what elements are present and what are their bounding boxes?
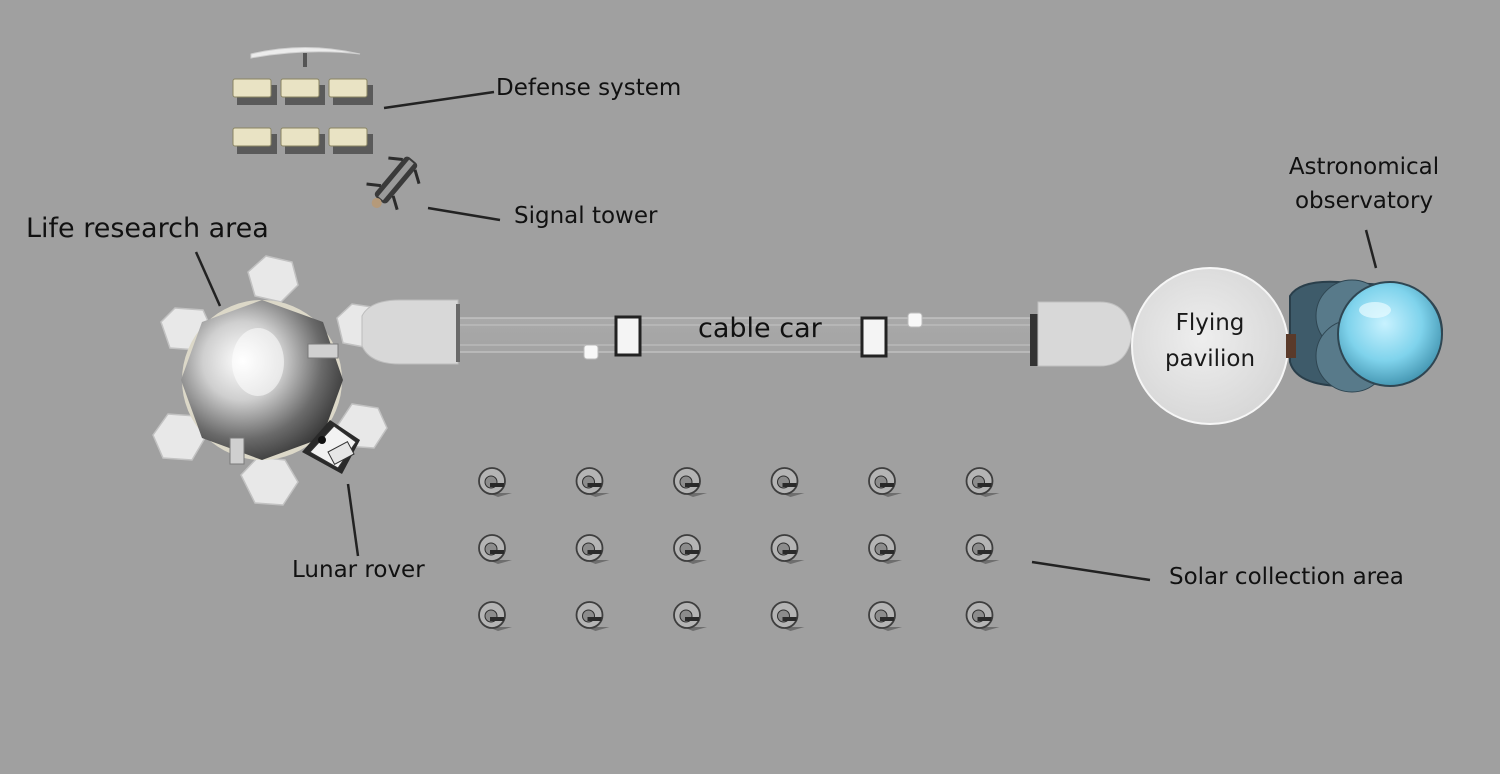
solar-collector bbox=[478, 601, 512, 631]
solar-collector bbox=[965, 467, 1000, 497]
signal-tower bbox=[366, 156, 421, 211]
solar-collector bbox=[868, 467, 902, 497]
solar-collection-array bbox=[478, 467, 1000, 631]
label-astronomical-line2: observatory bbox=[1294, 187, 1434, 214]
defense-turret-row-top bbox=[232, 78, 373, 105]
label-solar-collection-area: Solar collection area bbox=[1169, 564, 1404, 590]
lunar-rover bbox=[302, 420, 360, 474]
solar-collector bbox=[478, 534, 512, 564]
label-defense-system: Defense system bbox=[496, 75, 682, 101]
leader-rover bbox=[346, 483, 360, 557]
cable-car-cabin bbox=[860, 316, 888, 358]
leader-defense bbox=[383, 90, 495, 110]
solar-collector bbox=[965, 534, 1000, 564]
solar-collector bbox=[770, 601, 805, 631]
solar-collector bbox=[868, 534, 902, 564]
solar-collector bbox=[673, 534, 707, 564]
solar-collector bbox=[770, 534, 805, 564]
life-research-area bbox=[152, 255, 460, 506]
astronomical-observatory bbox=[1286, 279, 1444, 393]
solar-collector bbox=[478, 467, 512, 497]
label-cable-car: cable car bbox=[698, 313, 822, 344]
leader-signal bbox=[427, 206, 501, 222]
label-flying-pavilion-line1: Flying bbox=[1175, 310, 1245, 336]
solar-collector bbox=[575, 467, 610, 497]
label-signal-tower: Signal tower bbox=[514, 203, 658, 229]
solar-collector bbox=[575, 534, 610, 564]
cable-car-cabin bbox=[614, 315, 642, 357]
solar-collector bbox=[673, 467, 707, 497]
defense-turret-row-bottom bbox=[232, 127, 373, 154]
cable-car-line bbox=[460, 301, 1133, 367]
solar-collector bbox=[770, 467, 805, 497]
leader-solar bbox=[1031, 560, 1151, 582]
defense-system bbox=[232, 47, 373, 154]
label-astronomical-line1: Astronomical bbox=[1288, 154, 1440, 180]
solar-collector bbox=[673, 601, 707, 631]
leader-observatory bbox=[1364, 229, 1378, 269]
label-flying-pavilion-line2: pavilion bbox=[1164, 345, 1256, 372]
leader-life bbox=[194, 251, 222, 307]
solar-collector bbox=[868, 601, 902, 631]
solar-collector bbox=[965, 601, 1000, 631]
label-astronomical-observatory: Astronomical observatory bbox=[1278, 154, 1450, 215]
solar-collector bbox=[575, 601, 610, 631]
label-flying-pavilion: Flying pavilion bbox=[1150, 310, 1270, 373]
leader-lines bbox=[194, 90, 1378, 582]
label-lunar-rover: Lunar rover bbox=[292, 557, 425, 583]
label-life-research-area: Life research area bbox=[26, 213, 269, 244]
